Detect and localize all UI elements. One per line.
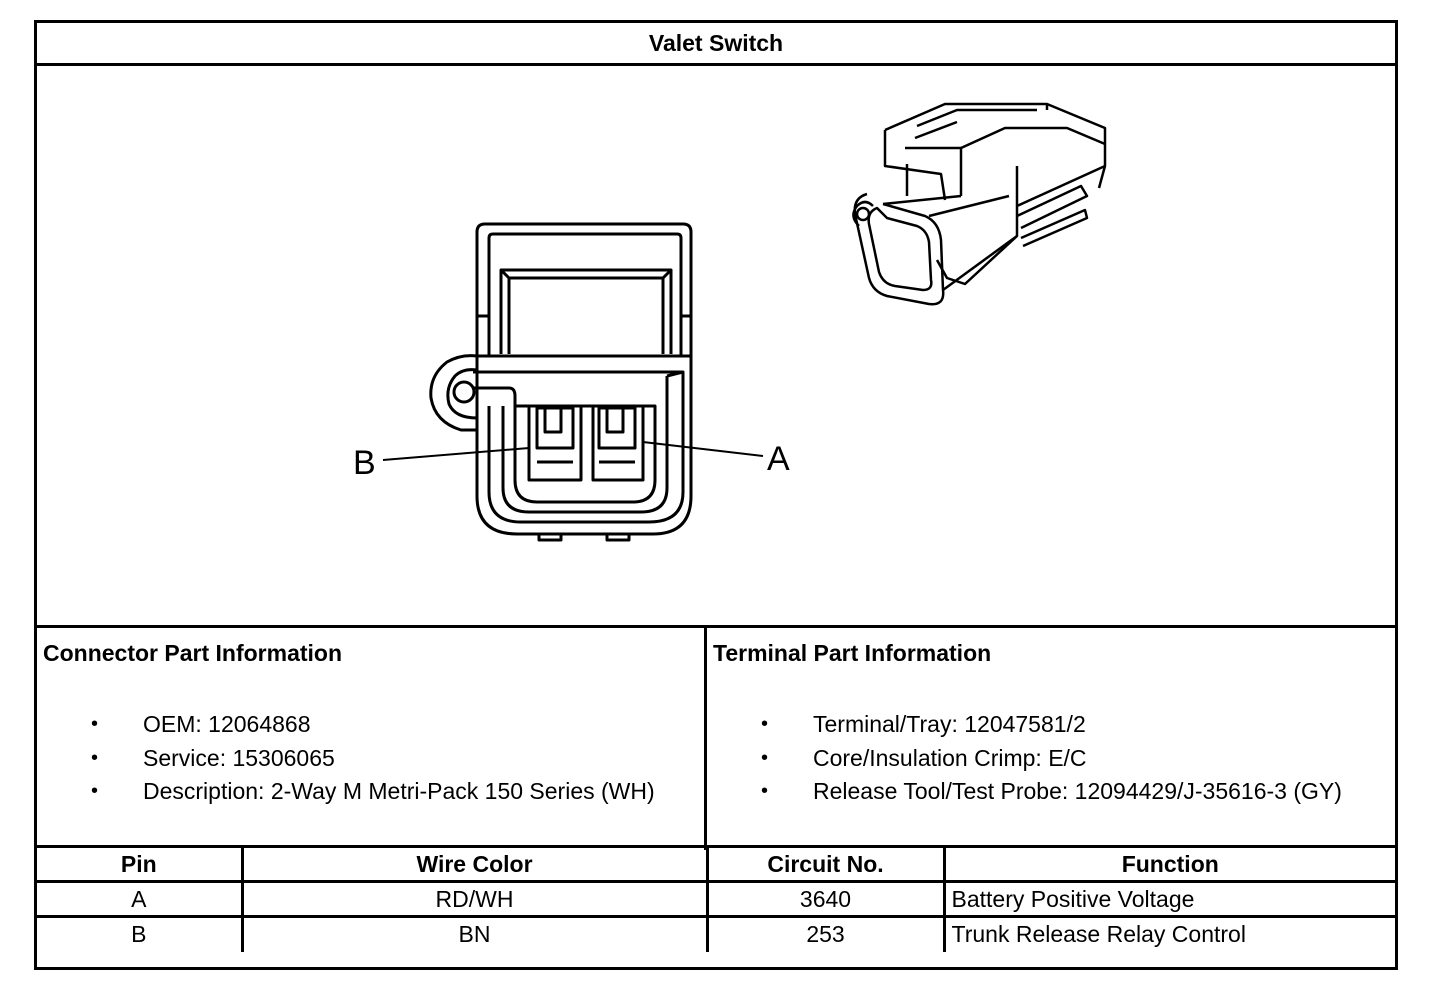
pin-b-label: B <box>353 444 376 482</box>
function-cell: Battery Positive Voltage <box>942 880 1395 918</box>
list-item: • Terminal/Tray: 12047581/2 <box>707 708 1342 742</box>
table-row: B BN 253 Trunk Release Relay Control <box>37 915 1395 952</box>
pin-header: Pin <box>37 845 244 883</box>
circuit-number-header: Circuit No. <box>705 845 946 883</box>
connector-sheet: Valet Switch <box>34 20 1398 970</box>
wire-color-cell: BN <box>240 915 709 952</box>
table-row: A RD/WH 3640 Battery Positive Voltage <box>37 880 1395 918</box>
table-header-row: Pin Wire Color Circuit No. Function <box>37 845 1395 883</box>
sheet-title: Valet Switch <box>37 23 1395 66</box>
pin-a-label: A <box>767 440 790 478</box>
list-item: • Release Tool/Test Probe: 12094429/J-356… <box>707 775 1342 809</box>
list-item: • Service: 15306065 <box>37 742 655 776</box>
list-item: • OEM: 12064868 <box>37 708 655 742</box>
bullet-icon: • <box>91 780 99 802</box>
terminal-tray: Terminal/Tray: 12047581/2 <box>813 711 1086 737</box>
connector-part-info-heading: Connector Part Information <box>43 640 343 666</box>
connector-face-view <box>382 222 764 542</box>
bullet-icon: • <box>91 713 99 735</box>
oem-number: OEM: 12064868 <box>143 711 311 737</box>
list-item: • Core/Insulation Crimp: E/C <box>707 742 1342 776</box>
bullet-icon: • <box>761 780 769 802</box>
pin-cell: A <box>37 880 244 918</box>
connector-isometric-view <box>852 102 1107 306</box>
connector-description: Description: 2-Way M Metri-Pack 150 Seri… <box>143 778 655 804</box>
crimp-type: Core/Insulation Crimp: E/C <box>813 744 1087 771</box>
bullet-icon: • <box>761 713 769 735</box>
list-item: • Description: 2-Way M Metri-Pack 150 Ser… <box>37 775 655 809</box>
bullet-icon: • <box>761 746 769 769</box>
wire-color-cell: RD/WH <box>240 880 709 918</box>
bullet-icon: • <box>91 746 99 769</box>
pin-cell: B <box>37 915 244 952</box>
terminal-part-info-heading: Terminal Part Information <box>713 640 992 666</box>
wire-color-header: Wire Color <box>240 845 709 883</box>
terminal-part-info: Terminal Part Information • Terminal/Tray… <box>707 628 1395 850</box>
connector-part-info: Connector Part Information • OEM: 1206486… <box>37 628 707 850</box>
connector-drawing: B A <box>353 102 1107 542</box>
function-header: Function <box>942 845 1395 883</box>
circuit-number-cell: 253 <box>705 915 946 952</box>
function-cell: Trunk Release Relay Control <box>942 915 1395 952</box>
terminal-part-info-list: • Terminal/Tray: 12047581/2 • Core/Insulat… <box>707 708 1342 809</box>
connector-part-info-list: • OEM: 12064868 • Service: 15306065 • Descr… <box>37 708 655 809</box>
circuit-number-cell: 3640 <box>705 880 946 918</box>
pinout-table: Pin Wire Color Circuit No. Function A RD… <box>37 845 1395 952</box>
release-tool: Release Tool/Test Probe: 12094429/J-3561… <box>813 778 1342 804</box>
service-number: Service: 15306065 <box>143 744 335 771</box>
connector-drawing-area: B A <box>37 66 1395 628</box>
